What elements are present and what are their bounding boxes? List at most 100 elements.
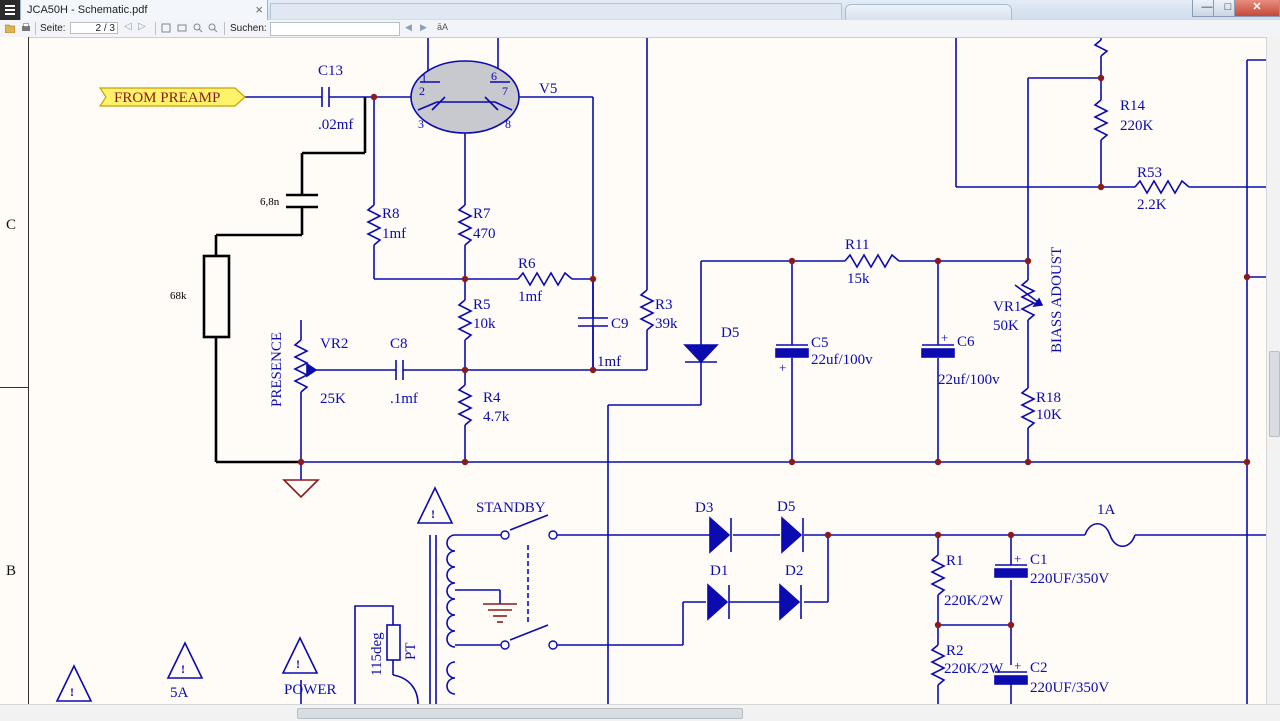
label-d5-upper: D5 (721, 325, 739, 341)
label-d1: D1 (710, 563, 728, 579)
label-r8-val: 1mf (382, 226, 406, 242)
label-pin6: 6 (491, 69, 497, 83)
page-current: 2 (95, 23, 102, 34)
label-r11-val: 15k (847, 271, 870, 287)
fit-width-icon[interactable] (177, 23, 187, 33)
ruler-divider (0, 387, 28, 388)
label-c5: C5 (811, 335, 829, 351)
label-r11: R11 (845, 237, 869, 253)
svg-text:!: ! (181, 662, 185, 676)
svg-text:+: + (1014, 551, 1021, 566)
label-pin2: 2 (419, 84, 425, 98)
print-icon[interactable] (21, 23, 31, 33)
title-bar: JCA50H - Schematic.pdf × — □ ✕ (0, 0, 1280, 22)
prev-page-icon[interactable]: ◁ (124, 21, 132, 32)
tab-document[interactable]: JCA50H - Schematic.pdf × (20, 0, 268, 20)
tube-v5 (410, 60, 520, 134)
label-r18-val: 10K (1036, 407, 1062, 423)
label-c2: C2 (1030, 660, 1048, 676)
match-case-icon[interactable]: āA (437, 22, 449, 32)
label-c6-val: 22uf/100v (938, 372, 1000, 388)
tab-title: JCA50H - Schematic.pdf (27, 4, 148, 16)
menu-icon[interactable] (0, 0, 20, 20)
label-r53: R53 (1137, 165, 1162, 181)
label-presence: PRESENCE (269, 332, 285, 407)
svg-text:+: + (941, 330, 948, 345)
svg-text:!: ! (431, 507, 435, 521)
label-c2-val: 220UF/350V (1030, 680, 1109, 696)
label-vr1-val: 50K (993, 318, 1019, 334)
label-pin1: 1 (421, 71, 427, 85)
svg-text:!: ! (296, 657, 300, 671)
label-r14-val: 220K (1120, 118, 1154, 134)
vertical-scrollbar[interactable] (1266, 37, 1280, 704)
search-label: Suchen: (230, 23, 267, 34)
label-r4: R4 (483, 390, 501, 406)
label-vr2-val: 25K (320, 391, 346, 407)
label-cap-68n: 6,8n (260, 196, 280, 208)
zoom-in-icon[interactable] (193, 23, 203, 33)
label-standby: STANDBY (476, 500, 546, 516)
label-c1: C1 (1030, 552, 1048, 568)
search-next-icon[interactable]: ▶ (420, 22, 427, 32)
zoom-out-icon[interactable] (208, 23, 218, 33)
label-r6-val: 1mf (518, 289, 542, 305)
label-vr2: VR2 (320, 336, 348, 352)
label-fuse: 1A (1097, 502, 1116, 518)
horizontal-scroll-thumb[interactable] (297, 708, 743, 719)
label-r1: R1 (946, 553, 964, 569)
vertical-scroll-thumb[interactable] (1269, 351, 1280, 437)
label-r4-val: 4.7k (483, 409, 510, 425)
label-pin3: 3 (418, 117, 424, 131)
fit-page-icon[interactable] (161, 23, 171, 33)
label-v5: V5 (539, 81, 557, 97)
page-total: / 3 (103, 23, 115, 34)
tab-close-icon[interactable]: × (255, 2, 263, 17)
label-vr1: VR1 (993, 299, 1021, 315)
close-button[interactable]: ✕ (1234, 0, 1280, 17)
page-label: Seite: (40, 23, 66, 34)
svg-text:+: + (1014, 658, 1021, 673)
search-prev-icon[interactable]: ◀ (405, 22, 412, 32)
label-deg: 115deg (369, 632, 385, 676)
search-input[interactable] (270, 22, 400, 36)
label-r2-val: 220K/2W (944, 661, 1004, 677)
label-power: POWER (284, 682, 337, 698)
label-r1-val: 220K/2W (944, 593, 1004, 609)
label-r53-val: 2.2K (1137, 197, 1167, 213)
label-c6: C6 (957, 334, 975, 350)
label-d3: D3 (695, 500, 713, 516)
label-c13: C13 (318, 63, 343, 79)
label-r18: R18 (1036, 390, 1061, 406)
label-r14: R14 (1120, 98, 1146, 114)
label-fuse5a: 5A (170, 685, 189, 701)
open-icon[interactable] (5, 23, 15, 33)
label-pin7: 7 (502, 84, 508, 98)
label-c5-val: 22uf/100v (811, 352, 873, 368)
page-number-field[interactable]: 2 / 3 (70, 22, 118, 34)
label-r8: R8 (382, 206, 400, 222)
horizontal-scrollbar[interactable] (0, 704, 1280, 721)
label-c9-val: 1mf (597, 354, 621, 370)
from-preamp-label: FROM PREAMP (114, 90, 220, 106)
page-margin-ruler: C B (0, 37, 29, 704)
label-pin8: 8 (505, 117, 511, 131)
tab-strip (270, 3, 842, 19)
label-c1-val: 220UF/350V (1030, 571, 1109, 587)
label-c8: C8 (390, 336, 408, 352)
svg-text:+: + (779, 360, 786, 375)
label-res-68k: 68k (170, 290, 187, 302)
label-bias: BIASS ADOUST (1049, 247, 1065, 353)
label-r7-val: 470 (473, 226, 496, 242)
next-page-icon[interactable]: ▷ (138, 21, 146, 32)
toolbar: Seite: 2 / 3 ◁ ▷ Suchen: ◀ ▶ āA (0, 20, 1280, 38)
zone-label-lower: B (6, 563, 17, 579)
label-r5-val: 10k (473, 316, 496, 332)
label-pt: PT (403, 642, 419, 660)
label-d2: D2 (785, 563, 803, 579)
label-r7: R7 (473, 206, 491, 222)
zone-label-upper: C (6, 217, 17, 233)
label-c8-val: .1mf (390, 391, 418, 407)
label-r2: R2 (946, 643, 964, 659)
